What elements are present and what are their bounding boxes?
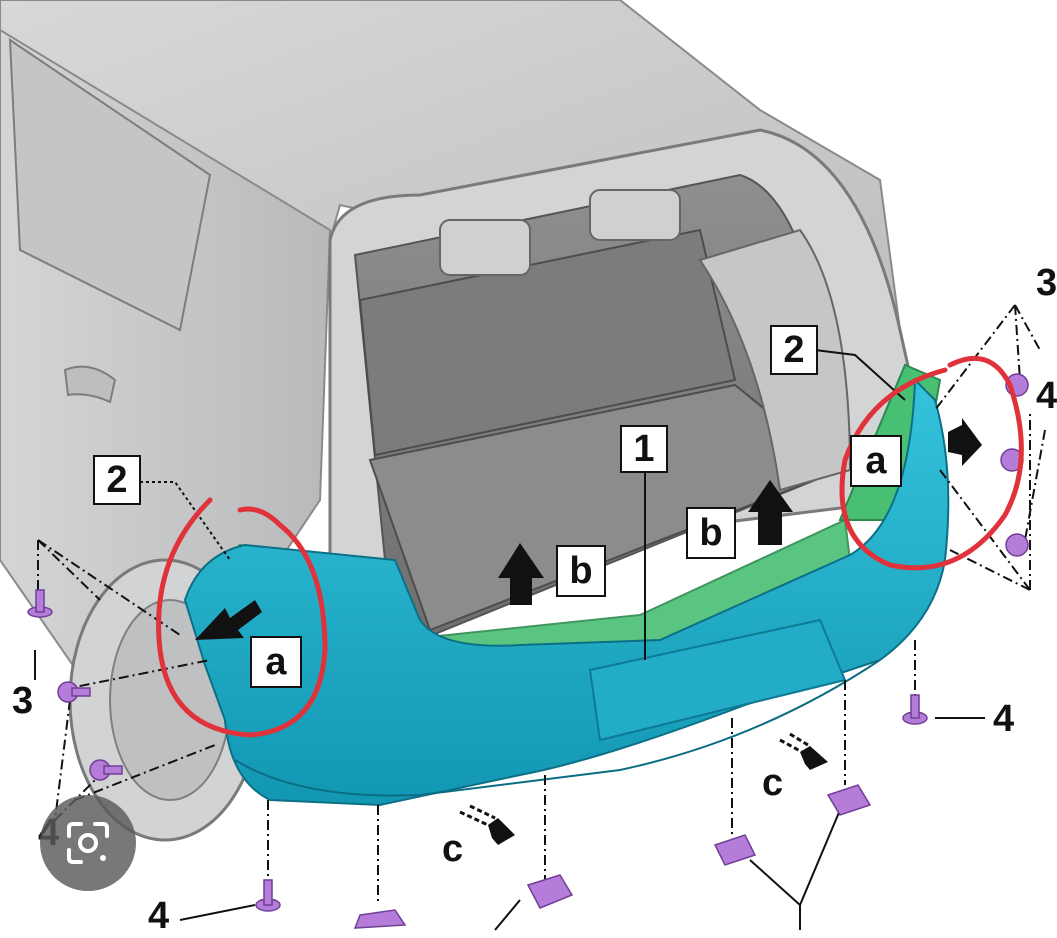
label-part-2-right: 2 [770,325,818,375]
leader-clips-bottom-right [731,680,846,835]
door-handle [63,365,117,404]
arrow-c-right [800,746,828,770]
rear-seatback [358,228,737,457]
google-lens-icon [67,822,109,864]
headrest-left [439,219,531,276]
label-a-left: a [250,636,302,688]
label-part-1: 1 [620,425,668,473]
clip-bottom-center [526,874,574,909]
screw-4-bottom-left [255,879,281,912]
arrow-c-left [488,818,515,845]
label-4-left-bottom: 4 [148,895,170,937]
label-4-right-mid: 4 [993,698,1015,740]
label-b-right: b [686,507,736,559]
leader-2-right [814,349,906,401]
label-c-left: c [442,828,464,870]
fasteners [27,373,1029,929]
label-c-right: c [762,762,784,804]
leader-lines [34,304,1046,931]
leader-4-bottom-left-arrow [179,904,256,921]
label-3-right: 3 [1036,262,1057,304]
side-window [8,38,212,332]
leader-clips-bottom-right-join [749,809,841,930]
label-b-left: b [556,545,606,597]
leader-clips-bottom-center-join [494,899,521,931]
screw-4-left-upper [57,681,91,703]
label-4-right-top: 4 [1036,375,1057,417]
arrow-a-left [195,600,262,640]
clip-4-right-b [1005,533,1029,557]
leader-2-left [140,481,231,561]
leader-4-right-top [939,410,1046,591]
screw-4-left-lower [89,759,123,781]
clip-bottom-right-right [826,784,872,816]
arrow-lines-c-right [779,732,809,754]
clip-bottom-center-left [353,909,407,929]
red-circle-left [156,497,328,738]
leader-4-left [54,659,216,821]
leader-3-right [934,304,1041,411]
red-circle-right [839,355,1024,571]
label-part-2-left: 2 [93,455,141,505]
clip-bottom-right-left [713,834,757,866]
leader-clips-bottom-center [377,775,546,905]
arrow-b-right [748,480,793,545]
headrest-right [589,189,681,241]
visual-search-button[interactable] [40,795,136,891]
screw-3-left [27,589,53,618]
label-3-left: 3 [12,680,34,722]
arrow-a-right [948,418,982,466]
label-a-right: a [850,435,902,487]
bumper-lower-lip [234,659,881,797]
arrow-b-left [498,543,544,605]
direction-arrows [195,418,982,845]
screw-4-right-mid [902,694,928,725]
arrow-lines-c-left [459,804,496,828]
